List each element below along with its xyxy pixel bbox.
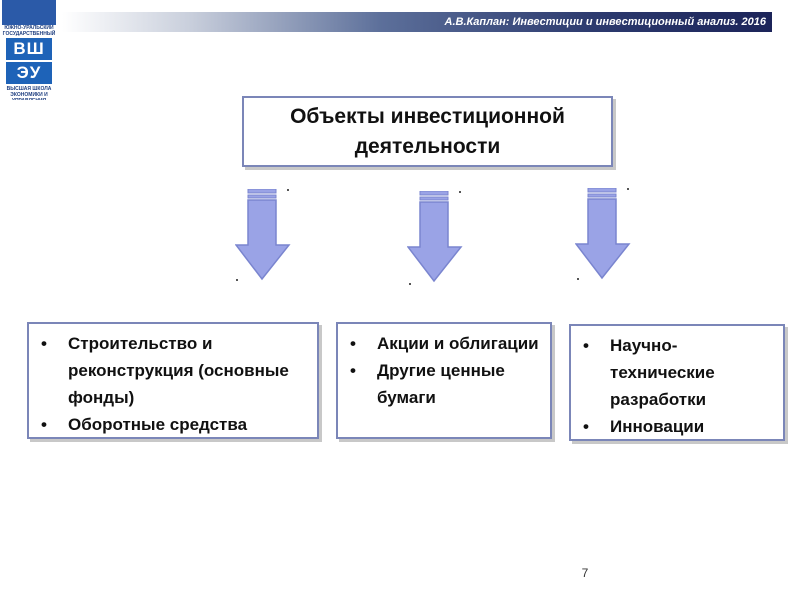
logo-letters-row1: ВШ <box>6 38 52 60</box>
slide-title-line1: Объекты инвестиционной <box>290 104 565 128</box>
header-bar: А.В.Каплан: Инвестиции и инвестиционный … <box>62 12 772 32</box>
bullet-list: Акции и облигации Другие ценные бумаги <box>346 330 542 411</box>
down-arrow-icon <box>407 191 463 283</box>
investment-object-box-securities: Акции и облигации Другие ценные бумаги <box>336 322 552 439</box>
title-box: Объекты инвестиционной деятельности <box>242 96 613 167</box>
logo-building-emblem <box>2 0 56 25</box>
list-item: Инновации <box>579 413 775 440</box>
down-arrow-icon <box>575 188 631 280</box>
list-item: Оборотные средства <box>37 411 309 438</box>
handle-dot <box>459 191 461 193</box>
list-item: Строительство и реконструкция (основные … <box>37 330 309 411</box>
page-number: 7 <box>581 566 589 580</box>
list-item: Акции и облигации <box>346 330 542 357</box>
logo-caption-bottom: ВЫСШАЯ ШКОЛА ЭКОНОМИКИ И УПРАВЛЕНИЯ <box>6 86 52 100</box>
bullet-list: Строительство и реконструкция (основные … <box>37 330 309 438</box>
handle-dot <box>577 278 579 280</box>
logo-caption-top: ЮЖНО-УРАЛЬСКИЙ ГОСУДАРСТВЕННЫЙ УНИВЕРСИТ… <box>2 25 56 37</box>
bullet-list: Научно-технические разработки Инновации <box>579 332 775 440</box>
header-title: А.В.Каплан: Инвестиции и инвестиционный … <box>444 16 766 28</box>
university-logo: ЮЖНО-УРАЛЬСКИЙ ГОСУДАРСТВЕННЫЙ УНИВЕРСИТ… <box>2 0 56 100</box>
list-item: Другие ценные бумаги <box>346 357 542 411</box>
slide-title: Объекты инвестиционной деятельности <box>290 102 565 162</box>
down-arrow-icon <box>235 189 291 281</box>
handle-dot <box>287 189 289 191</box>
handle-dot <box>236 279 238 281</box>
investment-object-box-innovations: Научно-технические разработки Инновации <box>569 324 785 441</box>
investment-object-box-fixed-assets: Строительство и реконструкция (основные … <box>27 322 319 439</box>
slide-title-line2: деятельности <box>354 134 501 158</box>
handle-dot <box>627 188 629 190</box>
list-item: Научно-технические разработки <box>579 332 775 413</box>
logo-letters-row2: ЭУ <box>6 62 52 84</box>
handle-dot <box>409 283 411 285</box>
